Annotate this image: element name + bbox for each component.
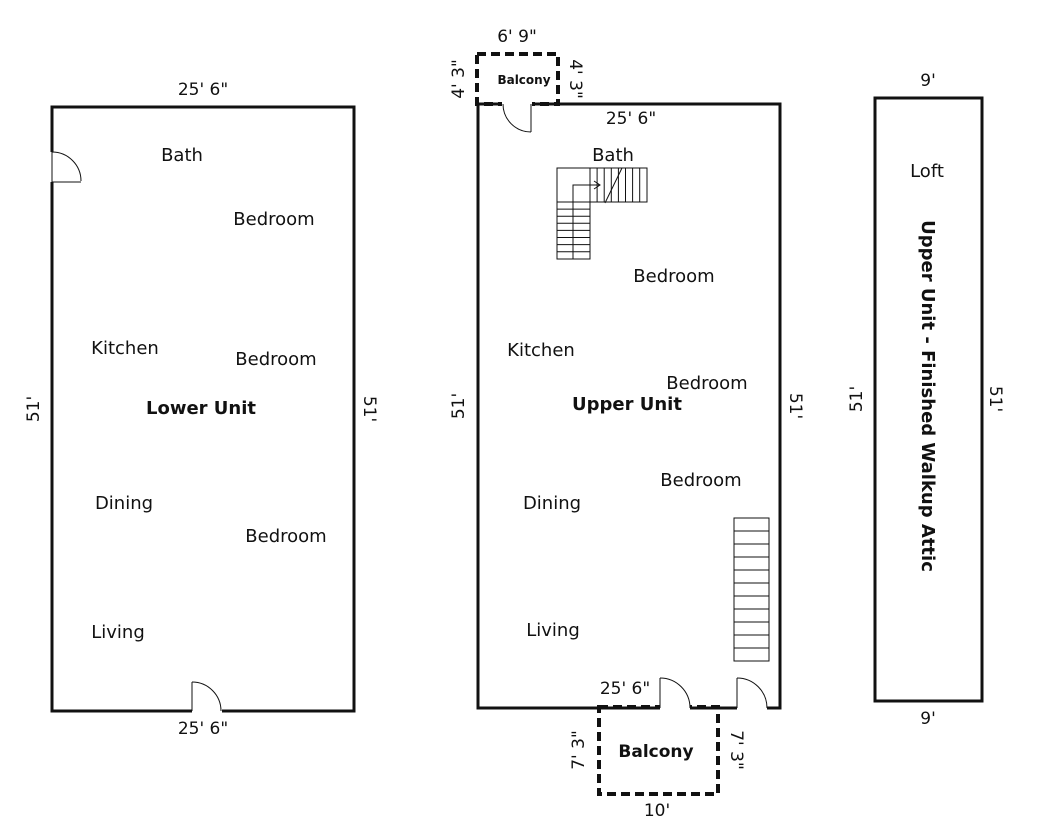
upper-room-living: Living: [526, 620, 580, 641]
lower-unit-bottom-width: 25' 6": [178, 719, 228, 739]
upper-unit-door-bottom-2: [736, 677, 768, 711]
attic-room-loft: Loft: [910, 161, 944, 182]
lower-unit: 25' 6" 25' 6" 51' 51' Bath Bedroom Kitch…: [24, 80, 379, 739]
upper-unit: Balcony 6' 9" 4' 3" 4' 3" Balcony 10' 7'…: [449, 27, 805, 821]
lower-room-bedroom-3: Bedroom: [245, 526, 326, 547]
top-balcony-label: Balcony: [497, 73, 550, 87]
lower-room-living: Living: [91, 622, 145, 643]
bottom-balcony-label: Balcony: [618, 742, 693, 762]
attic: 9' 9' 51' 51' Loft Upper Unit - Finished…: [847, 71, 1005, 729]
upper-room-bedroom-1: Bedroom: [633, 266, 714, 287]
upper-unit-right-height: 51': [785, 393, 805, 419]
lower-unit-label: Lower Unit: [146, 398, 256, 419]
bottom-balcony-right-depth: 7' 3": [726, 730, 746, 770]
upper-unit-left-height: 51': [449, 393, 469, 419]
upper-room-bath: Bath: [592, 145, 634, 166]
upper-unit-door-bottom-1: [659, 677, 691, 711]
upper-unit-door-top: [502, 101, 532, 133]
lower-room-bath: Bath: [161, 145, 203, 166]
lower-unit-door-bottom: [191, 681, 222, 714]
lower-unit-top-width: 25' 6": [178, 80, 228, 100]
bottom-balcony-outline: [597, 705, 720, 796]
lower-unit-door-left: [49, 151, 82, 183]
lower-unit-left-height: 51': [24, 396, 44, 422]
top-balcony-left-depth: 4' 3": [449, 59, 469, 99]
lower-room-dining: Dining: [95, 493, 153, 514]
attic-right-height: 51': [985, 386, 1005, 412]
attic-bottom-width: 9': [920, 709, 936, 729]
bottom-balcony-left-depth: 7' 3": [569, 730, 589, 770]
lower-room-kitchen: Kitchen: [91, 338, 159, 359]
top-balcony-width: 6' 9": [497, 27, 537, 47]
top-balcony-right-depth: 4' 3": [565, 59, 585, 99]
upper-unit-stair-straight: [733, 517, 770, 662]
bottom-balcony-width: 10': [644, 801, 670, 821]
top-balcony: Balcony 6' 9" 4' 3" 4' 3": [449, 27, 585, 106]
attic-top-width: 9': [920, 71, 936, 91]
upper-unit-top-width: 25' 6": [606, 109, 656, 129]
bottom-balcony: Balcony 10' 7' 3" 7' 3": [569, 705, 746, 821]
lower-room-bedroom-1: Bedroom: [233, 209, 314, 230]
lower-unit-right-height: 51': [359, 396, 379, 422]
attic-label: Upper Unit - Finished Walkup Attic: [917, 220, 938, 572]
attic-left-height: 51': [847, 386, 867, 412]
upper-room-kitchen: Kitchen: [507, 340, 575, 361]
attic-outline: [873, 96, 984, 703]
lower-room-bedroom-2: Bedroom: [235, 349, 316, 370]
upper-unit-bottom-width: 25' 6": [600, 679, 650, 699]
upper-unit-stair-l: [556, 167, 648, 260]
upper-room-bedroom-2: Bedroom: [666, 373, 747, 394]
upper-room-bedroom-3: Bedroom: [660, 470, 741, 491]
upper-unit-label: Upper Unit: [572, 394, 682, 415]
upper-room-dining: Dining: [523, 493, 581, 514]
